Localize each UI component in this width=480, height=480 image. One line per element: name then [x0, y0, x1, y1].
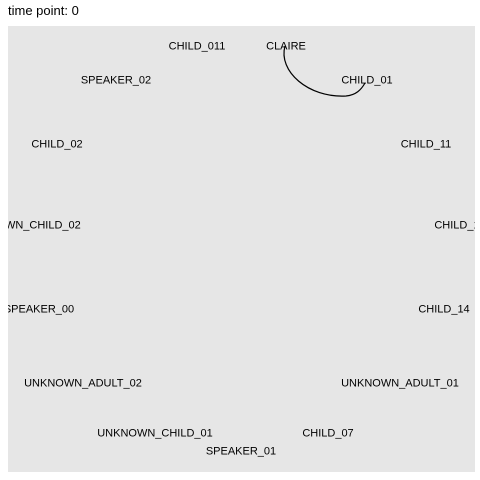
- network-panel: CLAIRE CHILD_01 CHILD_11 CHILD_15 CHILD_…: [8, 26, 475, 472]
- edge-claire-child-01: [283, 45, 366, 97]
- node-label-speaker-01: SPEAKER_01: [205, 445, 277, 458]
- node-label-unknown-adult-01: UNKNOWN_ADULT_01: [341, 377, 459, 390]
- node-label-unknown-adult-02: UNKNOWN_ADULT_02: [24, 377, 142, 390]
- node-label-speaker-00: SPEAKER_00: [8, 303, 75, 316]
- node-label-child-02: CHILD_02: [31, 138, 83, 151]
- node-label-unknown-child-01: UNKNOWN_CHILD_01: [97, 427, 213, 440]
- time-point-title: time point: 0: [8, 3, 79, 18]
- node-label-child-15: CHILD_15: [434, 219, 475, 232]
- node-label-child-011: CHILD_011: [168, 40, 226, 53]
- node-label-child-14: CHILD_14: [418, 303, 470, 316]
- node-label-child-11: CHILD_11: [400, 138, 452, 151]
- node-label-child-01: CHILD_01: [341, 74, 393, 87]
- node-label-speaker-02: SPEAKER_02: [80, 74, 152, 87]
- node-label-unknown-child-02: UNKNOWN_CHILD_02: [8, 219, 81, 232]
- node-label-claire: CLAIRE: [266, 40, 306, 53]
- edge-layer: [283, 45, 366, 97]
- node-label-child-07: CHILD_07: [302, 427, 354, 440]
